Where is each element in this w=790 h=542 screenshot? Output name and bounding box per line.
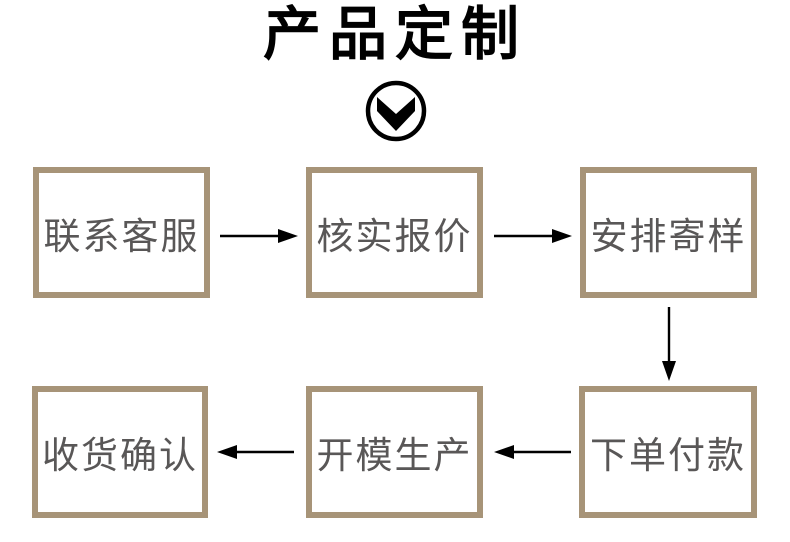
arrow-left-icon <box>217 445 294 459</box>
arrow-right-icon <box>220 229 298 243</box>
step-box-verify-quote: 核实报价 <box>306 167 483 298</box>
step-box-contact-service: 联系客服 <box>33 167 210 298</box>
step-box-receive-confirm: 收货确认 <box>32 386 208 518</box>
step-label: 开模生产 <box>316 435 473 476</box>
chevron-down-circle-icon <box>365 80 427 142</box>
step-label: 下单付款 <box>590 435 746 476</box>
arrow-down-icon <box>662 307 676 381</box>
step-label: 收货确认 <box>42 435 198 476</box>
step-label: 安排寄样 <box>590 215 747 257</box>
step-label: 联系客服 <box>43 215 200 257</box>
step-box-mold-production: 开模生产 <box>306 386 483 518</box>
arrow-left-icon <box>494 445 571 459</box>
arrow-right-icon <box>494 229 572 243</box>
step-label: 核实报价 <box>316 215 473 257</box>
step-box-arrange-sample: 安排寄样 <box>580 167 757 298</box>
step-box-order-payment: 下单付款 <box>579 386 757 518</box>
page-title: 产品定制 <box>262 2 527 67</box>
